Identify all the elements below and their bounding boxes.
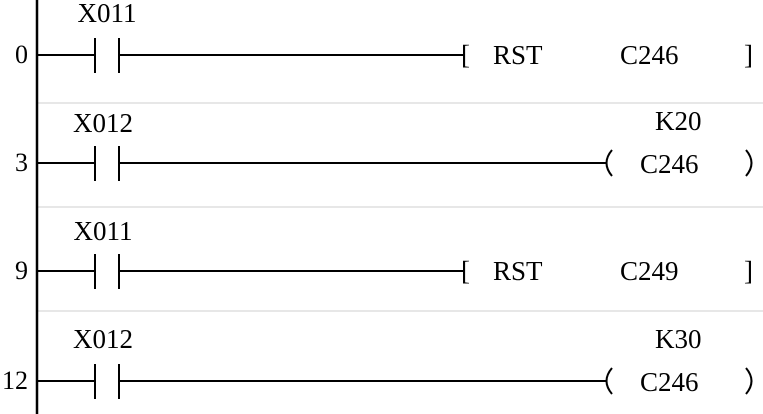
rung-12: 12 X012 C246 K30 bbox=[2, 324, 753, 399]
coil-open-arc bbox=[605, 367, 613, 395]
coil-operand: C246 bbox=[640, 367, 699, 397]
contact-label: X011 bbox=[74, 216, 133, 246]
coil-open-arc bbox=[605, 149, 613, 177]
rung-9: 9 X011 [ RST C249 ] bbox=[15, 216, 753, 289]
instruction-operand: C249 bbox=[620, 256, 679, 286]
step-number: 3 bbox=[15, 148, 28, 177]
bracket-open: [ bbox=[461, 256, 470, 286]
bracket-close: ] bbox=[744, 256, 753, 286]
coil-constant: K30 bbox=[655, 324, 702, 354]
coil-close-arc bbox=[745, 149, 753, 177]
instruction-name: RST bbox=[493, 40, 543, 70]
contact-label: X011 bbox=[78, 0, 137, 28]
bracket-close: ] bbox=[744, 40, 753, 70]
contact-label: X012 bbox=[73, 324, 133, 354]
instruction-operand: C246 bbox=[620, 40, 679, 70]
instruction-name: RST bbox=[493, 256, 543, 286]
rung-0: 0 X011 [ RST C246 ] bbox=[15, 0, 753, 73]
coil-constant: K20 bbox=[655, 106, 702, 136]
coil-operand: C246 bbox=[640, 149, 699, 179]
rung-3: 3 X012 C246 K20 bbox=[15, 106, 753, 181]
bracket-open: [ bbox=[461, 40, 470, 70]
contact-label: X012 bbox=[73, 108, 133, 138]
step-number: 0 bbox=[15, 40, 28, 69]
coil-close-arc bbox=[745, 367, 753, 395]
step-number: 9 bbox=[15, 256, 28, 285]
step-number: 12 bbox=[2, 366, 28, 395]
